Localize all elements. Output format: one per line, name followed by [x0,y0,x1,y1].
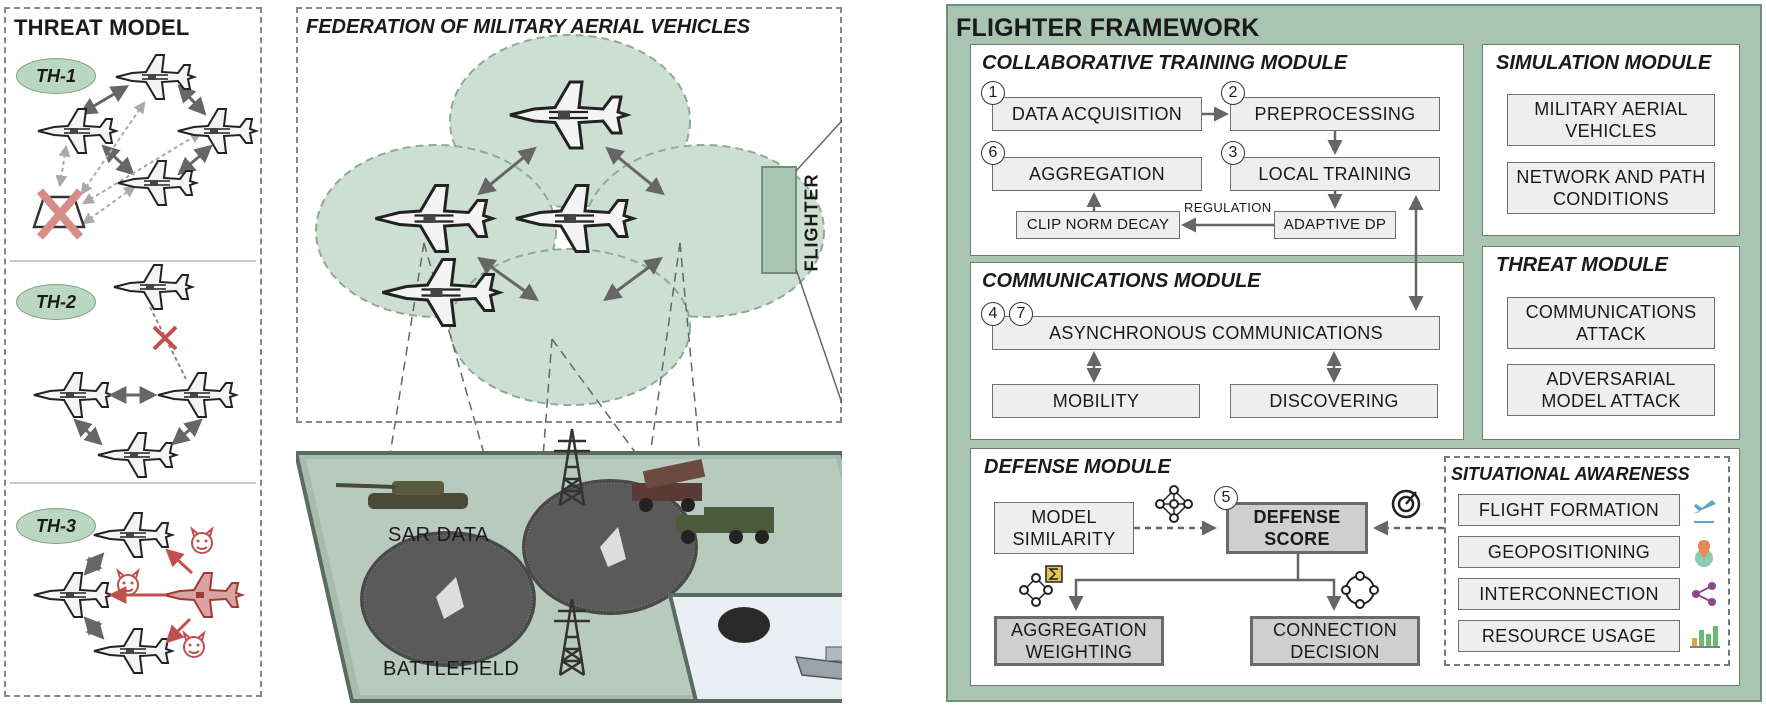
threat-model-title: THREAT MODEL [14,15,190,40]
jet-icon [33,572,113,618]
jet-icon [33,372,113,418]
adaptive-dp-box: ADAPTIVE DP [1274,211,1396,239]
defense-title: DEFENSE MODULE [984,456,1171,478]
th3-cloud: TH-3 [16,508,96,544]
data-acquisition-box: DATA ACQUISITION [992,97,1202,131]
situational-awareness-panel [1444,456,1730,666]
clip-norm-decay-box: CLIP NORM DECAY [1016,211,1180,239]
threat-model-panel [4,7,262,697]
situational-title: SITUATIONAL AWARENESS [1451,464,1690,484]
local-training-box: LOCAL TRAINING [1230,157,1440,191]
ship-icon [794,646,842,680]
mobility-box: MOBILITY [992,384,1200,418]
step-1-badge: 1 [981,81,1005,105]
framework-title: FLIGHTER FRAMEWORK [956,14,1260,42]
step-3-badge: 3 [1221,141,1245,165]
threat-model-graphics [10,54,257,674]
jet-icon [37,108,117,154]
threat-module-title: THREAT MODULE [1496,254,1668,276]
tank-icon [335,481,468,509]
model-similarity-box: MODEL SIMILARITY [994,502,1134,554]
neural-network-icon [1155,485,1193,523]
federation-panel [296,7,842,423]
sar-data-label: SAR DATA [388,524,490,546]
jet-icon [113,264,193,310]
th1-links [55,84,213,225]
malicious-jet-icon [163,572,243,618]
jet-icon [115,54,195,100]
federation-title: FEDERATION OF MILITARY AERIAL VEHICLES [306,16,751,38]
step-5-badge: 5 [1214,486,1238,510]
adversarial-attack-box: ADVERSARIAL MODEL ATTACK [1507,364,1715,416]
ring-network-icon [1341,571,1379,609]
destroyed-jet-icon [32,188,86,240]
th1-cloud: TH-1 [16,58,96,94]
connection-decision-box: CONNECTION DECISION [1250,616,1420,666]
federation-graphics [296,34,842,703]
aggregation-box: AGGREGATION [992,157,1202,191]
aggregation-weighting-box: AGGREGATION WEIGHTING [994,616,1164,666]
flight-formation-box: FLIGHT FORMATION [1458,494,1680,526]
step-6-badge: 6 [981,141,1005,165]
comm-attack-box: COMMUNICATIONS ATTACK [1507,297,1715,349]
async-comm-box: ASYNCHRONOUS COMMUNICATIONS [992,316,1440,350]
battlefield-label: BATTLEFIELD [383,658,520,680]
resource-usage-box: RESOURCE USAGE [1458,620,1680,652]
location-pin-icon [1695,540,1713,567]
step-4-badge: 4 [981,302,1005,326]
plane-icon [1692,500,1716,523]
share-node-icon [1692,582,1716,606]
step-2-badge: 2 [1221,81,1245,105]
rocket-launcher-icon [632,458,706,512]
simulation-title: SIMULATION MODULE [1496,52,1712,74]
geopositioning-box: GEOPOSITIONING [1458,536,1680,568]
interconnection-box: INTERCONNECTION [1458,578,1680,610]
network-conditions-box: NETWORK AND PATH CONDITIONS [1507,162,1715,214]
preprocessing-box: PREPROCESSING [1230,97,1440,131]
step-7-badge: 7 [1009,302,1033,326]
jet-icon [97,432,177,478]
th2-cloud: TH-2 [16,284,96,320]
jet-icon [93,512,173,558]
devil-icon [191,528,213,554]
communications-title: COMMUNICATIONS MODULE [982,270,1261,292]
military-vehicles-box: MILITARY AERIAL VEHICLES [1507,94,1715,146]
bar-chart-icon [1690,626,1720,648]
collab-title: COLLABORATIVE TRAINING MODULE [982,52,1348,74]
aggregation-network-icon [1019,565,1063,607]
discovering-box: DISCOVERING [1230,384,1438,418]
devil-icon [183,632,205,658]
jet-icon [177,108,257,154]
regulation-label: REGULATION [1184,200,1272,215]
cross-icon [152,325,178,351]
devil-icon [117,570,139,596]
framework-connectors [1019,106,1720,648]
flighter-tag: FLIGHTER [801,173,822,272]
truck-icon [676,507,774,544]
jet-icon [157,372,237,418]
jet-icon [93,628,173,674]
radar-icon [1391,489,1421,519]
defense-score-box: DEFENSE SCORE [1226,502,1368,554]
